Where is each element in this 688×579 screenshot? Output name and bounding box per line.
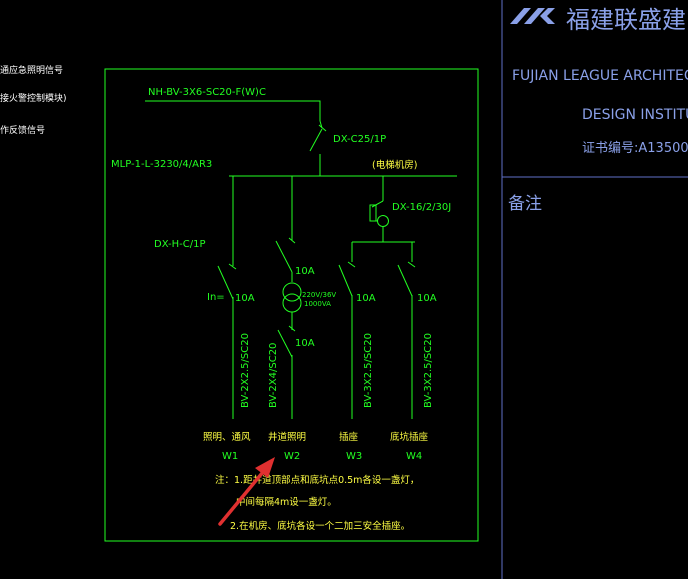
w2-lower-breaker-blade <box>277 329 293 358</box>
w4-id: W4 <box>406 451 422 462</box>
diagram-frame <box>104 68 479 542</box>
w1-cable: BV-2X2.5/SC20 <box>240 333 251 408</box>
w2-upper-breaker-blade <box>275 240 293 273</box>
incoming-feeder-line <box>145 100 321 121</box>
annotation-arrow-icon <box>255 457 275 478</box>
main-breaker-blade <box>309 128 323 152</box>
incoming-cable-label: NH-BV-3X6-SC20-F(W)C <box>148 87 266 98</box>
remarks-label: 备注 <box>508 194 542 214</box>
company-name-en-1: FUJIAN LEAGUE ARCHITEC <box>512 68 688 84</box>
note-line-1: 注：1.距井道顶部点和底坑点0.5m各设一盏灯， <box>215 474 419 486</box>
w2-id: W2 <box>284 451 300 462</box>
transformer-rating-2: 1000VA <box>304 300 331 308</box>
w3-breaker-rating: 10A <box>356 293 376 304</box>
left-note-3: 作反馈信号 <box>0 124 45 136</box>
socket-breaker-blade <box>371 200 384 208</box>
socket-breaker-label: DX-16/2/30J <box>392 202 451 213</box>
company-name-cn: 福建联盛建 <box>566 6 686 34</box>
w3-cable: BV-3X2.5/SC20 <box>363 333 374 408</box>
w4-desc: 底坑插座 <box>390 431 429 443</box>
in-label: In= <box>207 292 225 303</box>
main-breaker-label: DX-C25/1P <box>333 134 386 145</box>
cert-number: 证书编号:A1350011 <box>582 141 688 156</box>
rcd-breaker-label: DX-H-C/1P <box>154 239 206 250</box>
w4-breaker-rating: 10A <box>417 293 437 304</box>
note-line-2: 中间每隔4m设一盏灯。 <box>236 496 337 508</box>
w1-breaker-blade <box>217 265 234 300</box>
rcd-sensor-icon <box>377 215 389 227</box>
transformer-icon <box>282 282 302 302</box>
w2-cable: BV-2X4/SC20 <box>268 343 279 408</box>
left-note-2: 接火警控制模块) <box>0 92 67 104</box>
w3-desc: 插座 <box>339 431 359 443</box>
w4-cable: BV-3X2.5/SC20 <box>423 333 434 408</box>
panel-id-label: MLP-1-L-3230/4/AR3 <box>111 159 212 170</box>
company-name-en-2: DESIGN INSTITU <box>582 107 688 123</box>
transformer-rating-1: 220V/36V <box>302 291 336 299</box>
w2-upper-breaker-rating: 10A <box>295 266 315 277</box>
elevator-room-label: (电梯机房) <box>372 159 417 171</box>
w1-id: W1 <box>222 451 238 462</box>
left-note-1: 通应急照明信号 <box>0 64 63 76</box>
w3-id: W3 <box>346 451 362 462</box>
w2-breaker-rating: 10A <box>295 338 315 349</box>
w1-breaker-rating: 10A <box>235 293 255 304</box>
note-line-3: 2.在机房、底坑各设一个二加三安全插座。 <box>230 520 410 532</box>
annotation-arrow-shaft <box>218 464 270 526</box>
w2-desc: 井道照明 <box>268 431 306 443</box>
w1-desc: 照明、通风 <box>203 432 251 443</box>
w3-breaker-blade <box>338 264 353 297</box>
company-logo-icon <box>510 8 555 24</box>
w4-breaker-blade <box>397 264 413 297</box>
